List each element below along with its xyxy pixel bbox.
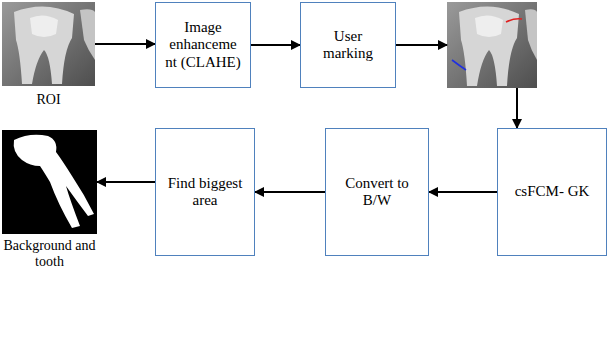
- roi-xray: [2, 2, 95, 86]
- image-node: Background and tooth: [2, 130, 97, 234]
- box-label: Image enhanceme nt (CLAHE): [164, 19, 242, 71]
- flow-arrow: [251, 44, 300, 46]
- box-label: User marking: [309, 28, 387, 63]
- marked-xray: [447, 2, 537, 88]
- segmented-tooth: [2, 130, 97, 234]
- process-box: csFCM- GK: [497, 128, 607, 256]
- box-label: Find biggest area: [164, 175, 246, 210]
- image-caption: Background and tooth: [0, 238, 103, 270]
- process-box: Find biggest area: [155, 128, 255, 256]
- flow-arrow: [516, 88, 518, 128]
- process-box: Image enhanceme nt (CLAHE): [155, 2, 251, 88]
- flow-arrow: [396, 44, 447, 46]
- flow-arrow: [255, 191, 325, 193]
- box-label: Convert to B/W: [334, 175, 420, 210]
- image-node: ROI: [2, 2, 95, 86]
- flow-arrow: [95, 43, 155, 45]
- image-node: [447, 2, 537, 88]
- process-box: Convert to B/W: [325, 128, 429, 256]
- flow-arrow: [429, 191, 497, 193]
- box-label: csFCM- GK: [515, 183, 590, 200]
- flow-arrow: [97, 181, 155, 183]
- image-caption: ROI: [0, 92, 101, 108]
- process-box: User marking: [300, 2, 396, 88]
